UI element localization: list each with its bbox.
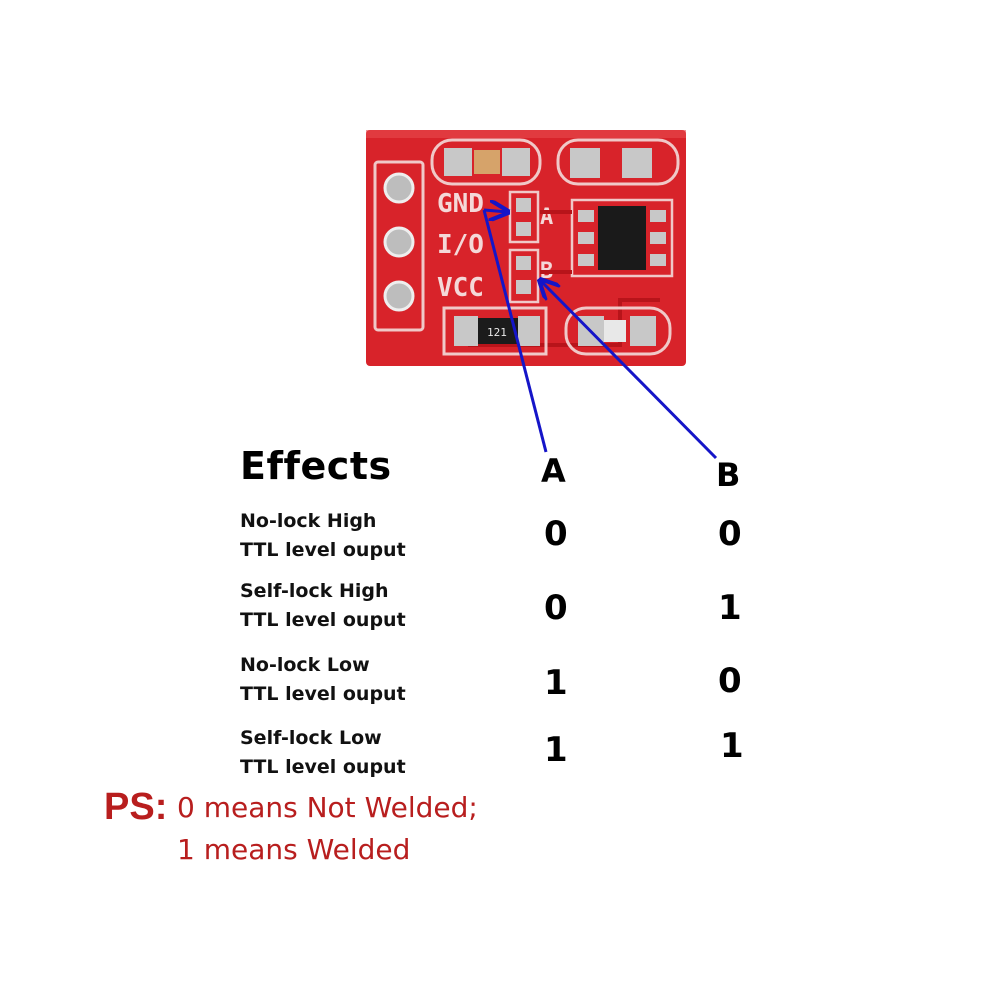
capacitor-pad-left — [444, 148, 472, 176]
note-line-1: 0 means Not Welded; — [177, 791, 478, 824]
ic-pin-r1 — [650, 210, 666, 222]
led-pad-right — [630, 316, 656, 346]
effects-title: Effects — [240, 444, 392, 488]
row-label-self-lock-high: Self-lock High TTL level ouput — [240, 577, 500, 635]
pin-label-vcc: VCC — [437, 273, 484, 303]
cell-b-row-1: 0 — [718, 514, 742, 554]
row-label-line: No-lock Low — [240, 654, 370, 676]
row-label-line: TTL level ouput — [240, 539, 406, 561]
note-prefix: PS: — [104, 786, 168, 828]
header-pin-gnd — [383, 172, 415, 204]
ic-pin-l1 — [578, 210, 594, 222]
top-pad-1 — [570, 148, 600, 178]
note-line-2: 1 means Welded — [177, 833, 411, 866]
row-label-line: TTL level ouput — [240, 756, 406, 778]
pad-label-a: A — [540, 205, 553, 230]
row-label-line: No-lock High — [240, 510, 377, 532]
ic-chip — [598, 206, 646, 270]
arrow-b — [540, 280, 718, 460]
column-a-header: A — [541, 452, 566, 490]
jumper-a-pad-2 — [516, 222, 531, 236]
resistor-marking: 121 — [487, 326, 507, 339]
jumper-a-pad-1 — [516, 198, 531, 212]
led-body — [604, 320, 626, 342]
ic-pin-l2 — [578, 232, 594, 244]
ic-pin-r2 — [650, 232, 666, 244]
header-pin-io — [383, 226, 415, 258]
row-label-no-lock-low: No-lock Low TTL level ouput — [240, 651, 500, 709]
header-outline — [373, 160, 425, 332]
ic-pin-r3 — [650, 254, 666, 266]
header-pin-vcc — [383, 280, 415, 312]
cell-a-row-3: 1 — [544, 663, 568, 703]
capacitor-body — [474, 150, 500, 174]
row-label-no-lock-high: No-lock High TTL level ouput — [240, 507, 500, 565]
capacitor-pad-right — [502, 148, 530, 176]
row-label-line: Self-lock Low — [240, 727, 382, 749]
top-pad-2 — [622, 148, 652, 178]
cell-a-row-1: 0 — [544, 514, 568, 554]
row-label-self-lock-low: Self-lock Low TTL level ouput — [240, 724, 500, 782]
pin-label-gnd: GND — [437, 189, 484, 219]
jumper-b-pad-1 — [516, 256, 531, 270]
cell-a-row-4: 1 — [544, 730, 568, 770]
resistor-pad-right — [518, 316, 540, 346]
ic-pin-l3 — [578, 254, 594, 266]
jumper-b-pad-2 — [516, 280, 531, 294]
arrow-a — [482, 209, 548, 453]
row-label-line: TTL level ouput — [240, 609, 406, 631]
note-text: 0 means Not Welded; 1 means Welded — [177, 787, 478, 871]
cell-a-row-2: 0 — [544, 588, 568, 628]
pin-label-io: I/O — [437, 230, 484, 260]
cell-b-row-2: 1 — [718, 588, 742, 628]
column-b-header: B — [716, 456, 741, 494]
cell-b-row-4: 1 — [720, 726, 744, 766]
cell-b-row-3: 0 — [718, 661, 742, 701]
resistor-pad-left — [454, 316, 478, 346]
row-label-line: Self-lock High — [240, 580, 389, 602]
row-label-line: TTL level ouput — [240, 683, 406, 705]
